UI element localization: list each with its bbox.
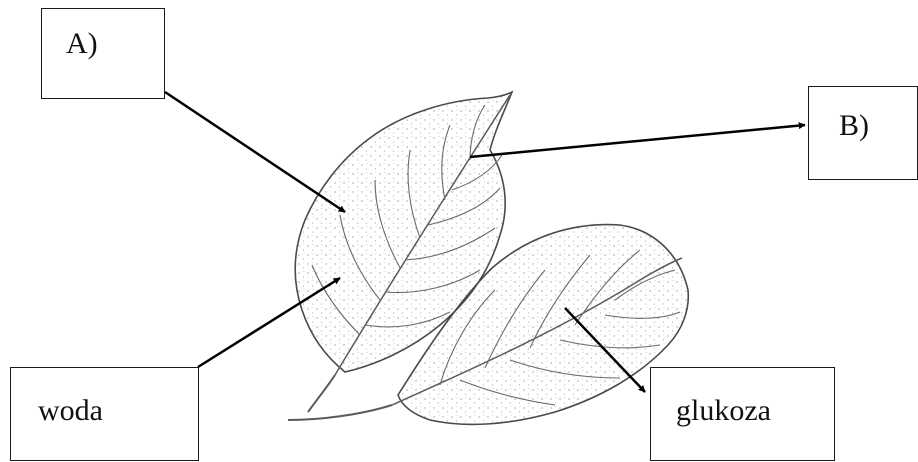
arrow-a-to-leaf xyxy=(165,92,345,212)
label-box-b: B) xyxy=(808,86,918,180)
front-leaf-petiole xyxy=(308,375,335,412)
back-leaf-petiole xyxy=(288,405,392,420)
label-box-glucose: glukoza xyxy=(650,367,835,461)
label-water-text: woda xyxy=(38,394,103,428)
label-box-a: A) xyxy=(41,8,165,99)
arrow-leaf-to-b xyxy=(470,125,805,157)
label-a-text: A) xyxy=(66,27,98,61)
label-box-water: woda xyxy=(10,367,199,461)
label-glucose-text: glukoza xyxy=(676,394,771,428)
label-b-text: B) xyxy=(839,109,869,143)
